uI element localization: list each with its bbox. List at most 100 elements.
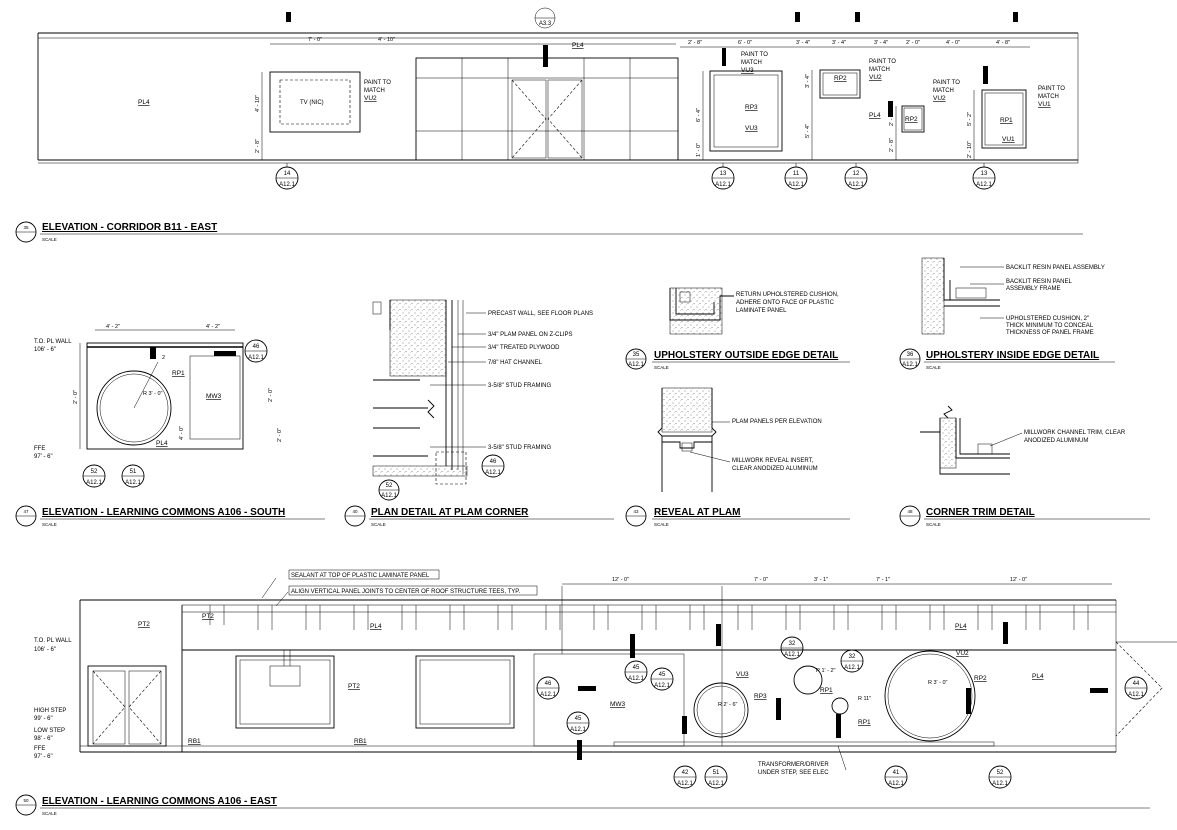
corridor-dim-3: 6' - 0" <box>738 40 752 46</box>
svg-text:52: 52 <box>386 483 393 489</box>
plam-note-5: 3-5/8" STUD FRAMING <box>488 445 551 451</box>
reveal-detail: PLAM PANELS PER ELEVATION MILLWORK REVEA… <box>625 387 850 527</box>
uph-in-note-1: BACKLIT RESIN PANEL <box>1006 279 1072 285</box>
corner-title: CORNER TRIM DETAIL <box>926 507 1035 518</box>
east-tag-pl4c: PL4 <box>1032 673 1044 680</box>
svg-text:52: 52 <box>91 469 98 475</box>
corridor-tag-vu3: VU3 <box>745 125 758 132</box>
uph-out-detail: RETURN UPHOLSTERED CUSHION, ADHERE ONTO … <box>625 287 850 370</box>
svg-text:32: 32 <box>849 654 856 660</box>
svg-text:A12.1: A12.1 <box>1128 692 1144 698</box>
east-dim-1: 7' - 0" <box>754 577 768 583</box>
corridor-paint2b: MATCH <box>741 60 762 66</box>
svg-text:40: 40 <box>352 509 358 514</box>
east-tag-pl4a: PL4 <box>370 623 382 630</box>
svg-text:A12.1: A12.1 <box>992 781 1008 787</box>
east-level-7: 97' - 6" <box>34 754 53 760</box>
svg-text:A12.1: A12.1 <box>248 355 264 361</box>
east-radius-3: R 3' - 0" <box>928 680 948 686</box>
south-ffe: FFE <box>34 446 45 452</box>
svg-text:35: 35 <box>633 352 640 358</box>
corridor-dim-0: 7' - 0" <box>308 37 322 43</box>
corridor-paint5c: VU1 <box>1038 101 1051 108</box>
svg-text:52: 52 <box>997 770 1004 776</box>
east-note-1: ALIGN VERTICAL PANEL JOINTS TO CENTER OF… <box>291 589 520 595</box>
plam-note-0: PRECAST WALL, SEE FLOOR PLANS <box>488 311 593 317</box>
east-level-1: 106' - 6" <box>34 647 56 653</box>
svg-text:A12.1: A12.1 <box>570 727 586 733</box>
east-tag-vu3: VU3 <box>736 671 749 678</box>
svg-text:A12.1: A12.1 <box>976 182 992 188</box>
east-tag-rp2: RP2 <box>974 675 987 682</box>
svg-text:12: 12 <box>853 171 860 177</box>
east-tag-rp1b: RP1 <box>858 719 871 726</box>
corridor-vdim-5: 5' - 4" <box>805 124 811 138</box>
east-tag-vu2: VU2 <box>956 650 969 657</box>
uph-out-note-2: LAMINATE PANEL <box>736 308 787 314</box>
corner-note-0: MILLWORK CHANNEL TRIM, CLEAR <box>1024 430 1126 436</box>
plam-note-2: 3/4" TREATED PLYWOOD <box>488 345 560 351</box>
corridor-dim-1: 4' - 10" <box>378 37 395 43</box>
plam-note-4: 3-5/8" STUD FRAMING <box>488 383 551 389</box>
svg-text:A12.1: A12.1 <box>788 182 804 188</box>
south-tag-pl4: PL4 <box>156 440 168 447</box>
uph-in-note-0: BACKLIT RESIN PANEL ASSEMBLY <box>1006 265 1105 271</box>
uph-out-note-1: ADHERE ONTO FACE OF PLASTIC <box>736 300 835 306</box>
svg-text:46: 46 <box>490 459 497 465</box>
east-radius-0: R 2' - 6" <box>718 702 738 708</box>
uph-out-note-0: RETURN UPHOLSTERED CUSHION, <box>736 292 839 298</box>
svg-text:SCALE: SCALE <box>371 522 386 527</box>
uph-in-detail: BACKLIT RESIN PANEL ASSEMBLY BACKLIT RES… <box>899 257 1115 370</box>
svg-text:32: 32 <box>789 641 796 647</box>
east-tag-mw3: MW3 <box>610 701 626 708</box>
svg-text:A12.1: A12.1 <box>540 692 556 698</box>
svg-text:13: 13 <box>720 171 727 177</box>
corridor-tag-pl4-top: PL4 <box>572 42 584 49</box>
south-to-elev: 106' - 6" <box>34 347 56 353</box>
east-dim-0: 12' - 0" <box>612 577 629 583</box>
east-note-3: UNDER STEP, SEE ELEC <box>758 770 829 776</box>
corridor-vdim-9: 2' - 10" <box>967 141 973 158</box>
corridor-title-block: 35 ELEVATION - CORRIDOR B11 - EAST SCALE <box>15 221 1083 243</box>
uph-in-title: UPHOLSTERY INSIDE EDGE DETAIL <box>926 350 1099 361</box>
svg-text:45: 45 <box>633 665 640 671</box>
corridor-tag-vu1: VU1 <box>1002 136 1015 143</box>
svg-text:36: 36 <box>907 352 914 358</box>
corridor-paint3b: MATCH <box>869 67 890 73</box>
corridor-paint4b: MATCH <box>933 88 954 94</box>
corridor-paint5b: MATCH <box>1038 94 1059 100</box>
south-tag-rp1: RP1 <box>172 370 185 377</box>
reveal-title: REVEAL AT PLAM <box>654 507 740 518</box>
south-radius: R 3' - 0" <box>143 391 163 397</box>
svg-text:SCALE: SCALE <box>654 522 669 527</box>
svg-text:A12.1: A12.1 <box>677 781 693 787</box>
svg-text:SCALE: SCALE <box>42 811 57 816</box>
corridor-paint2: PAINT TO <box>741 52 768 58</box>
east-tag-pt2c: PT2 <box>348 683 360 690</box>
plam-note-1: 3/4" PLAM PANEL ON Z-CLIPS <box>488 332 573 338</box>
south-dim-0: 4' - 2" <box>106 324 120 330</box>
corridor-tag-pl4-left: PL4 <box>138 99 150 106</box>
east-tag-rp3: RP3 <box>754 693 767 700</box>
